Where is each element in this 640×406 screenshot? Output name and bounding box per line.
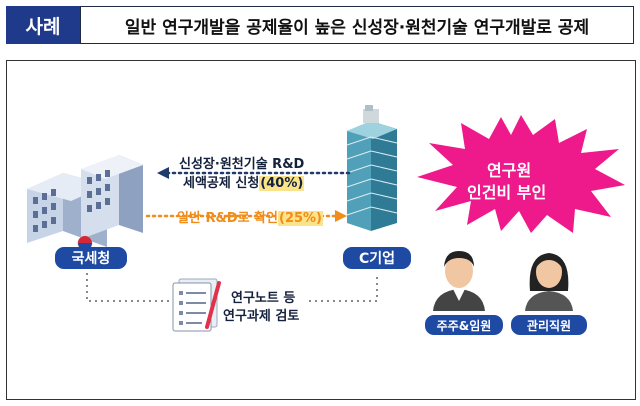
claim-line1: 신성장·원천기술 R&D — [179, 157, 305, 172]
review-line2: 연구과제 검토 — [223, 309, 300, 324]
claim-line2: 세액공제 신청(40%) — [183, 172, 305, 191]
male-person-icon — [433, 251, 485, 311]
government-building-icon — [27, 155, 143, 251]
page-title: 일반 연구개발을 공제율이 높은 신성장·원천기술 연구개발로 공제 — [80, 6, 634, 44]
burst-line1: 연구원 — [487, 161, 532, 180]
company-label: C기업 — [343, 247, 411, 269]
diagram-panel: 국세청 C기업 신성장·원천기술 R&D 세액공제 신청(40%) 일반 R&D… — [6, 60, 636, 400]
nts-label: 국세청 — [55, 247, 127, 269]
confirm-rate: (25%) — [278, 211, 323, 226]
header: 사례 일반 연구개발을 공제율이 높은 신성장·원천기술 연구개발로 공제 — [0, 0, 640, 50]
female-person-icon — [525, 253, 573, 311]
claim-line2-text: 세액공제 신청 — [183, 176, 260, 191]
person2-label: 관리직원 — [511, 315, 587, 335]
company-building-icon — [346, 105, 398, 231]
burst-shape — [417, 115, 625, 233]
review-line1: 연구노트 등 — [231, 291, 296, 306]
claim-rate: (40%) — [259, 176, 305, 191]
confirm-text: 일반 R&D로 확인 — [177, 211, 278, 226]
burst-line2: 인건비 부인 — [467, 183, 547, 202]
person1-label: 주주&임원 — [425, 315, 503, 335]
case-tag: 사례 — [6, 6, 80, 44]
notes-document-icon — [172, 278, 221, 332]
confirm-line: 일반 R&D로 확인(25%) — [177, 207, 323, 226]
